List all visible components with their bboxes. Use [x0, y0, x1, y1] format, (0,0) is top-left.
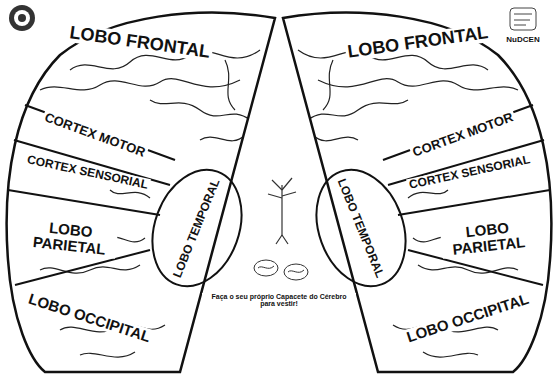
instruction-text: Faça o seu próprio Capacete do Cérebro p…	[202, 293, 356, 308]
neuron-sketch	[268, 178, 296, 244]
lobe-label: LOBO PARIETAL	[22, 217, 119, 258]
lobe-label: LOBO FRONTAL	[345, 23, 492, 62]
cortex-label: CORTEX MOTOR	[41, 110, 149, 160]
lobe-label: LOBO OCCIPITAL	[25, 290, 155, 346]
cortex-label: CORTEX SENSORIAL	[406, 153, 533, 192]
lobe-label: LOBO FRONTAL	[67, 23, 214, 62]
lobe-label: LOBO PARIETAL	[440, 217, 537, 258]
lobe-label: LOBO TEMPORAL	[335, 175, 388, 281]
lobe-label: LOBO OCCIPITAL	[403, 290, 533, 346]
cortex-label: CORTEX MOTOR	[409, 110, 517, 160]
logo-text: NuDCEN	[504, 36, 541, 44]
lobe-label: LOBO TEMPORAL	[171, 175, 224, 281]
small-brains	[254, 260, 308, 280]
left-hemisphere	[7, 13, 275, 372]
cortex-label: CORTEX SENSORIAL	[24, 153, 151, 192]
logo-badge	[510, 8, 536, 30]
logo-seal	[9, 5, 35, 31]
right-hemisphere	[283, 13, 551, 372]
